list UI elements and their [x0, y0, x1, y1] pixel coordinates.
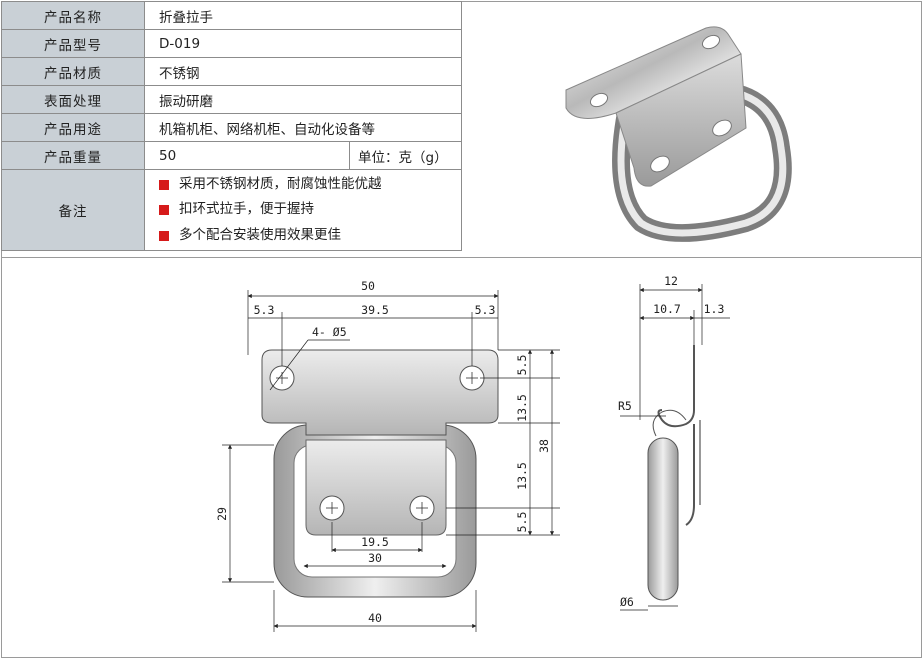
side-view: 12 10.7 1.3 R5 Ø6: [618, 274, 730, 611]
surface-label: 表面处理: [1, 85, 145, 114]
dim-v2: 13.5: [515, 394, 529, 422]
dim-ring-width: 40: [368, 611, 382, 625]
dim-side-overall: 12: [664, 274, 678, 288]
surface-value: 振动研磨: [144, 85, 462, 114]
table-row: 表面处理 振动研磨: [1, 85, 462, 114]
dim-overall-height: 38: [537, 439, 551, 453]
usage-value: 机箱机柜、网络机柜、自动化设备等: [144, 113, 462, 142]
dim-side-thickness: 1.3: [704, 302, 725, 316]
red-square-icon: [159, 230, 169, 241]
material-label: 产品材质: [1, 57, 145, 86]
red-square-icon: [159, 205, 169, 215]
weight-label: 产品重量: [1, 141, 145, 170]
dim-left-margin: 5.3: [254, 303, 275, 317]
dim-v1: 5.5: [515, 355, 529, 376]
dim-right-margin: 5.3: [475, 303, 496, 317]
spec-table: 产品名称 折叠拉手 产品型号 D-019 产品材质 不锈钢 表面处理 振动研磨 …: [1, 1, 462, 251]
dim-v4: 5.5: [515, 512, 529, 533]
note-item: 扣环式拉手，便于握持: [159, 197, 461, 223]
dim-lower-hole-spacing: 19.5: [361, 535, 389, 549]
dim-hole-spacing: 39.5: [361, 303, 389, 317]
dim-side-rod-dia: Ø6: [620, 595, 634, 609]
weight-value: 50: [144, 141, 350, 170]
table-row: 产品重量 50 单位：克（g）: [1, 141, 462, 170]
name-label: 产品名称: [1, 1, 145, 30]
table-row: 产品型号 D-019: [1, 29, 462, 58]
model-value: D-019: [144, 29, 462, 58]
note-item: 多个配合安装使用效果更佳: [159, 223, 461, 249]
table-row: 备注 采用不锈钢材质，耐腐蚀性能优越 扣环式拉手，便于握持 多个配合安装使用效果…: [1, 169, 462, 251]
dim-v3: 13.5: [515, 462, 529, 490]
usage-label: 产品用途: [1, 113, 145, 142]
note-item: 采用不锈钢材质，耐腐蚀性能优越: [159, 172, 461, 198]
dim-inner-width: 30: [368, 551, 382, 565]
dim-side-depth: 10.7: [653, 302, 681, 316]
technical-drawing: 50 5.3 39.5 5.3 4- Ø5 5.5 13.5 13.5 5.5 …: [215, 274, 730, 632]
front-view: 50 5.3 39.5 5.3 4- Ø5 5.5 13.5 13.5 5.5 …: [215, 279, 560, 632]
dim-side-radius: R5: [618, 399, 632, 413]
notes-list: 采用不锈钢材质，耐腐蚀性能优越 扣环式拉手，便于握持 多个配合安装使用效果更佳: [144, 169, 462, 251]
section-divider: [2, 257, 921, 258]
table-row: 产品用途 机箱机柜、网络机柜、自动化设备等: [1, 113, 462, 142]
table-row: 产品材质 不锈钢: [1, 57, 462, 86]
table-row: 产品名称 折叠拉手: [1, 1, 462, 30]
name-value: 折叠拉手: [144, 1, 462, 30]
model-label: 产品型号: [1, 29, 145, 58]
dim-overall-width: 50: [361, 279, 375, 293]
material-value: 不锈钢: [144, 57, 462, 86]
product-photo: [565, 26, 792, 242]
dim-ring-height: 29: [215, 507, 229, 521]
weight-unit: 单位：克（g）: [349, 141, 462, 170]
red-square-icon: [159, 179, 169, 190]
notes-label: 备注: [1, 169, 145, 251]
dim-hole-callout: 4- Ø5: [312, 325, 347, 339]
